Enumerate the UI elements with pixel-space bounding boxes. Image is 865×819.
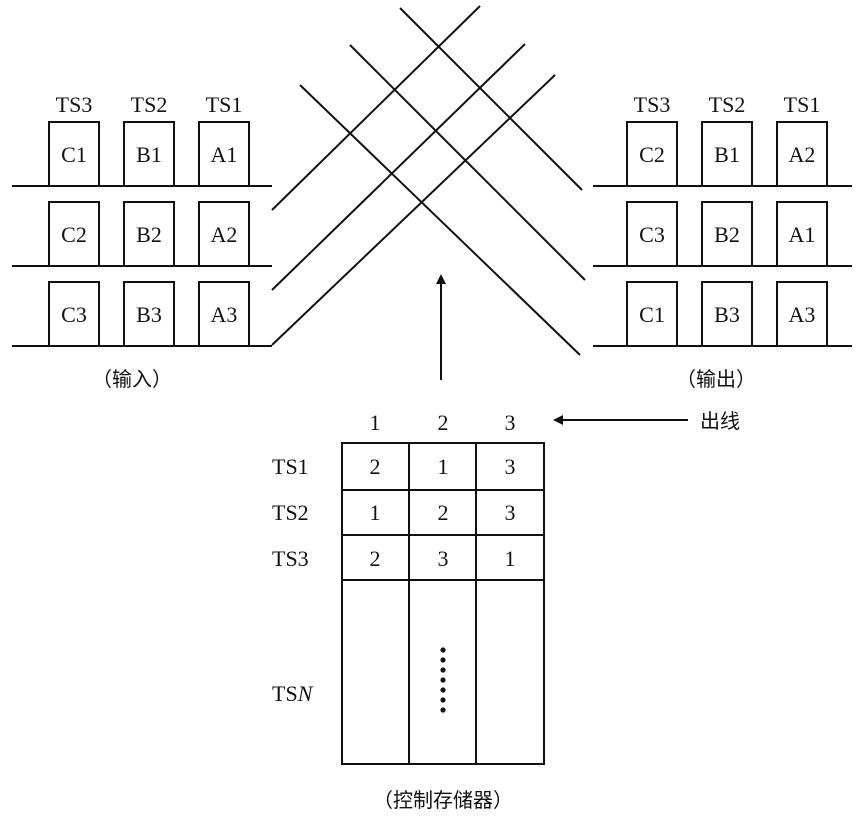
output-caption: （输出） [676,367,756,391]
input-slot-label: B1 [136,142,162,167]
input-slot-box [48,281,100,347]
input-slot-box [123,201,175,267]
output-slot-box [701,281,753,347]
input-slot-label: B3 [136,302,162,327]
input-slot-label: C1 [61,142,87,167]
control-row-label: TS2 [272,500,309,525]
control-row-label: TS3 [272,546,309,571]
output-slot-box [776,121,828,187]
output-slot-box [626,281,678,347]
control-cell: 1 [505,546,516,571]
input-slot-box [123,281,175,347]
input-slot-label: A3 [211,302,238,327]
control-column-header: 2 [438,410,449,435]
row-label-tsn: TSN [272,681,314,706]
continuation-dots [440,647,446,713]
output-slot-box [776,281,828,347]
input-slot-label: A2 [211,222,238,247]
output-slot-box [701,121,753,187]
output-slot-box [626,121,678,187]
input-slot-box [123,121,175,187]
output-slot-label: C1 [639,302,665,327]
input-column-header: TS2 [131,92,168,117]
output-slot-label: C2 [639,142,665,167]
input-slot-box [48,201,100,267]
output-slot-label: B3 [714,302,740,327]
control-cell: 1 [370,500,381,525]
control-column-header: 1 [370,410,381,435]
input-slot-box [198,201,250,267]
control-cell: 2 [370,546,381,571]
input-slot-box [48,121,100,187]
input-slot-label: B2 [136,222,162,247]
output-slot-box [701,201,753,267]
control-cell: 3 [505,500,516,525]
input-slot-box [198,281,250,347]
input-caption: （输入） [92,367,172,391]
switch-crossing-lines [271,5,586,356]
output-column-header: TS3 [634,92,671,117]
output-slot-label: A1 [789,222,816,247]
control-row-label: TS1 [272,454,309,479]
control-cell: 2 [370,454,381,479]
output-column-header: TS1 [784,92,821,117]
output-slot-label: B2 [714,222,740,247]
output-slot-label: A3 [789,302,816,327]
input-slot-box [198,121,250,187]
control-column-header: 3 [505,410,516,435]
output-slot-box [776,201,828,267]
control-cell: 2 [438,500,449,525]
input-column-header: TS1 [206,92,243,117]
control-cell: 1 [438,454,449,479]
input-slot-label: A1 [211,142,238,167]
control-cell: 3 [505,454,516,479]
output-slot-label: B1 [714,142,740,167]
output-slot-box [626,201,678,267]
input-slot-label: C2 [61,222,87,247]
output-slot-label: A2 [789,142,816,167]
input-slot-label: C3 [61,302,87,327]
output-slot-label: C3 [639,222,665,247]
output-column-header: TS2 [709,92,746,117]
control-cell: 3 [438,546,449,571]
control-memory-caption: （控制存储器） [373,788,513,812]
outlet-label: 出线 [700,409,740,433]
input-column-header: TS3 [56,92,93,117]
